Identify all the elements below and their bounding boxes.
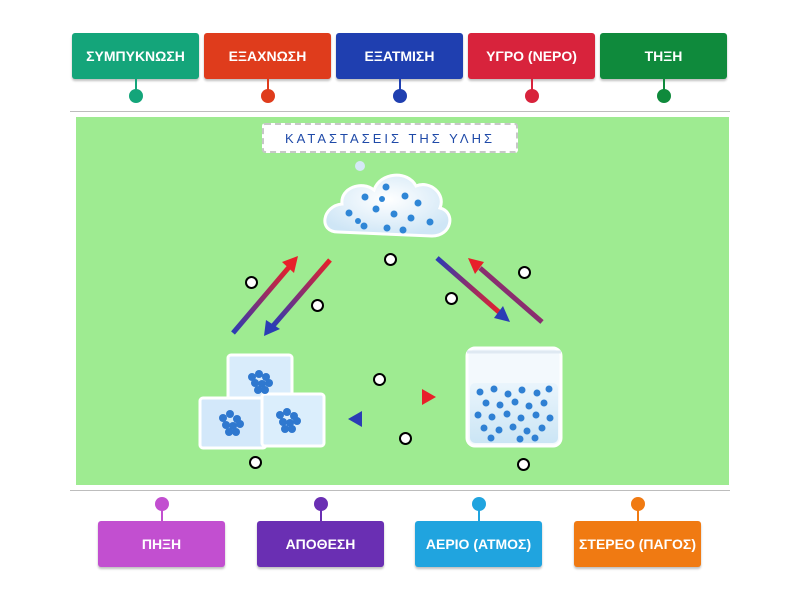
- pin-stem: [663, 79, 665, 93]
- arrow-gas-to-solid: [264, 258, 332, 336]
- label-gas-vapor[interactable]: ΑΕΡΙΟ (ΑΤΜΟΣ): [415, 521, 542, 567]
- pin-dot[interactable]: [393, 89, 407, 103]
- pin-stem: [399, 79, 401, 93]
- drop-zone-deposition[interactable]: [311, 299, 324, 312]
- cloud-gas-icon: [323, 173, 452, 238]
- label-condensation[interactable]: ΣΥΜΠΥΚΝΩΣΗ: [72, 33, 199, 79]
- drop-zone-solid[interactable]: [249, 456, 262, 469]
- pin-dot[interactable]: [129, 89, 143, 103]
- drop-zone-freezing[interactable]: [399, 432, 412, 445]
- arrow-liquid-to-solid: [348, 411, 446, 427]
- pin-stem: [637, 507, 639, 521]
- drop-zone-gas[interactable]: [384, 253, 397, 266]
- label-deposition[interactable]: ΑΠΟΘΕΣΗ: [257, 521, 384, 567]
- pin-dot[interactable]: [631, 497, 645, 511]
- pin-dot[interactable]: [314, 497, 328, 511]
- arrow-liquid-to-gas: [468, 258, 544, 324]
- pin-stem: [478, 507, 480, 521]
- pin-stem: [531, 79, 533, 93]
- pin-dot[interactable]: [472, 497, 486, 511]
- pin-dot[interactable]: [261, 89, 275, 103]
- beaker-liquid-icon: [465, 346, 563, 448]
- pin-dot[interactable]: [657, 89, 671, 103]
- pin-stem: [161, 507, 163, 521]
- label-sublimation[interactable]: ΕΞΑΧΝΩΣΗ: [204, 33, 331, 79]
- arrow-solid-to-liquid: [338, 389, 436, 405]
- drop-zone-sublimation[interactable]: [245, 276, 258, 289]
- drop-zone-condensation[interactable]: [518, 266, 531, 279]
- pin-stem: [135, 79, 137, 93]
- label-melting[interactable]: ΤΗΞΗ: [600, 33, 727, 79]
- drop-zone-evaporation[interactable]: [445, 292, 458, 305]
- pin-stem: [267, 79, 269, 93]
- pin-dot[interactable]: [525, 89, 539, 103]
- drop-zone-melting[interactable]: [373, 373, 386, 386]
- title-connector-dot: [355, 161, 365, 171]
- label-solid-ice[interactable]: ΣΤΕΡΕΟ (ΠΑΓΟΣ): [574, 521, 701, 567]
- ice-cubes-solid-icon: [198, 353, 326, 450]
- arrow-solid-to-gas: [231, 256, 298, 335]
- label-liquid-water[interactable]: ΥΓΡΟ (ΝΕΡΟ): [468, 33, 595, 79]
- label-evaporation[interactable]: ΕΞΑΤΜΙΣΗ: [336, 33, 463, 79]
- arrow-gas-to-liquid: [435, 256, 510, 322]
- diagram-title: ΚΑΤΑΣΤΑΣΕΙΣ ΤΗΣ ΥΛΗΣ: [262, 123, 518, 153]
- pin-stem: [320, 507, 322, 521]
- drop-zone-liquid[interactable]: [517, 458, 530, 471]
- label-freezing[interactable]: ΠΗΞΗ: [98, 521, 225, 567]
- pin-dot[interactable]: [155, 497, 169, 511]
